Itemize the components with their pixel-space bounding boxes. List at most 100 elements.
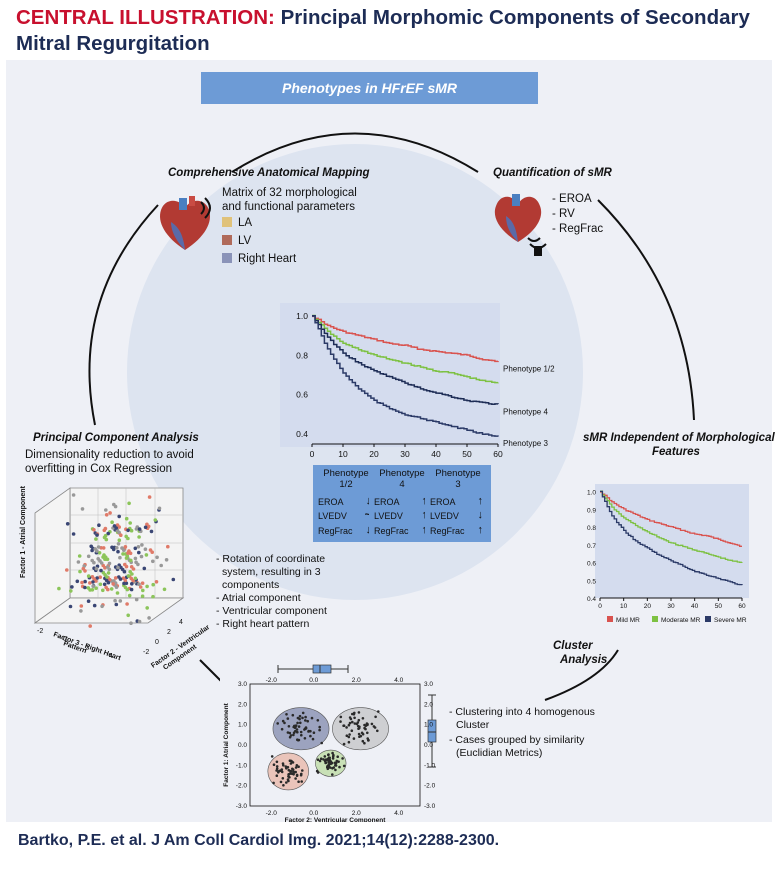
pca-point	[110, 520, 114, 524]
pca-point	[117, 525, 121, 529]
cluster-point	[353, 716, 356, 720]
pca-z-tick: -2	[143, 649, 149, 656]
anatomical-desc-line1: Matrix of 32 morphological	[222, 187, 357, 199]
plot-frame	[249, 683, 421, 807]
card-row-arrow: ↑	[477, 524, 484, 536]
pca-point	[97, 523, 101, 527]
pca-point	[117, 514, 121, 519]
cluster-point	[287, 779, 290, 783]
pca-point	[141, 588, 145, 593]
pca-point	[122, 581, 126, 586]
cluster-point	[361, 732, 365, 736]
right-tick-label: 1.0	[424, 722, 433, 729]
cluster-point	[366, 731, 369, 735]
cluster-point	[331, 773, 334, 776]
cluster-point	[370, 722, 374, 726]
arc-top	[231, 132, 479, 173]
card-row-label: RegFrac	[430, 526, 465, 536]
cluster-point	[339, 715, 343, 719]
pca-point	[107, 567, 112, 572]
cluster-point	[352, 713, 356, 716]
pca-dots	[57, 493, 176, 628]
cluster-point	[275, 765, 279, 768]
pca-point	[117, 538, 122, 542]
cluster-point	[301, 711, 305, 715]
pca-point	[125, 587, 130, 592]
pca-point	[142, 566, 147, 571]
series-end-label: Phenotype 1/2	[503, 364, 555, 373]
pca-point	[147, 616, 151, 620]
cluster-point	[331, 757, 335, 760]
central-illustration-label: CENTRAL ILLUSTRATION:	[16, 6, 275, 29]
cluster-point	[318, 728, 321, 732]
cluster-point	[374, 715, 377, 719]
cluster-point	[347, 735, 351, 739]
pca-point	[101, 588, 105, 593]
pca-point	[122, 548, 126, 552]
cluster-point	[287, 775, 290, 778]
cluster-point	[282, 764, 285, 767]
pca-point	[137, 550, 141, 555]
series-line	[312, 315, 499, 405]
card-row-label: LVEDV	[430, 511, 459, 521]
cluster-point	[304, 726, 308, 729]
pca-point	[138, 585, 143, 589]
pca-point	[68, 604, 73, 609]
anatomical-mapping-title: Comprehensive Anatomical Mapping	[168, 167, 370, 179]
pca-axis-y: Factor 1 - Atrial Component	[20, 485, 27, 578]
legend-moderate-label: Moderate MR	[661, 617, 701, 624]
pca-point	[151, 594, 155, 599]
pca-point	[104, 537, 109, 542]
pca-point	[155, 555, 159, 560]
cluster-point	[289, 734, 293, 737]
legend-right-heart: Right Heart	[222, 252, 296, 266]
cluster-point	[357, 711, 361, 714]
pca-point	[94, 579, 98, 583]
cluster-point	[337, 760, 340, 763]
pca-note: components	[222, 579, 280, 591]
pca-note: system, resulting in 3	[222, 566, 321, 578]
pca-point	[127, 593, 132, 598]
y-tick-label: 0.0	[238, 742, 247, 749]
legend-right-heart-label: Right Heart	[238, 253, 297, 265]
cluster-point	[342, 724, 346, 727]
cluster-point	[331, 767, 334, 770]
card-row-arrow: ↑	[477, 495, 484, 507]
cluster-point	[300, 772, 303, 776]
cluster-point	[323, 755, 327, 758]
card-row-arrow: ↑	[422, 509, 428, 521]
pca-point	[95, 533, 99, 537]
pca-point	[140, 581, 145, 585]
pca-point	[157, 506, 162, 511]
pca-point	[113, 576, 118, 580]
pca-point	[103, 526, 108, 531]
cluster-analysis-title-line2: Analysis	[560, 654, 608, 666]
x-tick-label: 30	[400, 449, 410, 459]
card-row-label: EROA	[374, 497, 400, 507]
pca-point	[137, 582, 141, 586]
cluster-note: - Cases grouped by similarity	[449, 734, 585, 746]
cluster-point	[361, 739, 365, 743]
pca-point	[118, 577, 123, 581]
cluster-point	[326, 767, 330, 771]
series-line	[312, 314, 499, 384]
pca-point	[124, 564, 129, 569]
legend-lv: LV	[222, 234, 251, 248]
pca-point	[136, 545, 141, 549]
pca-point	[83, 585, 87, 590]
cluster-point	[377, 710, 380, 713]
x-tick-label: 60	[493, 449, 503, 459]
cluster-note: - Clustering into 4 homogenous	[449, 706, 595, 718]
pca-point	[162, 587, 167, 592]
cluster-point	[342, 764, 346, 768]
cluster-point	[277, 770, 280, 773]
cluster-point	[301, 769, 304, 772]
legend-la-label: LA	[238, 217, 253, 229]
pca-point	[57, 586, 61, 591]
cluster-point	[296, 738, 299, 741]
right-tick-label: -3.0	[424, 803, 436, 810]
card-title-l2: 1/2	[339, 479, 353, 490]
y-axis-label: Factor 1: Atrial Component	[223, 702, 230, 786]
cluster-point	[312, 731, 316, 734]
y-tick-label: 1.0	[238, 722, 247, 729]
